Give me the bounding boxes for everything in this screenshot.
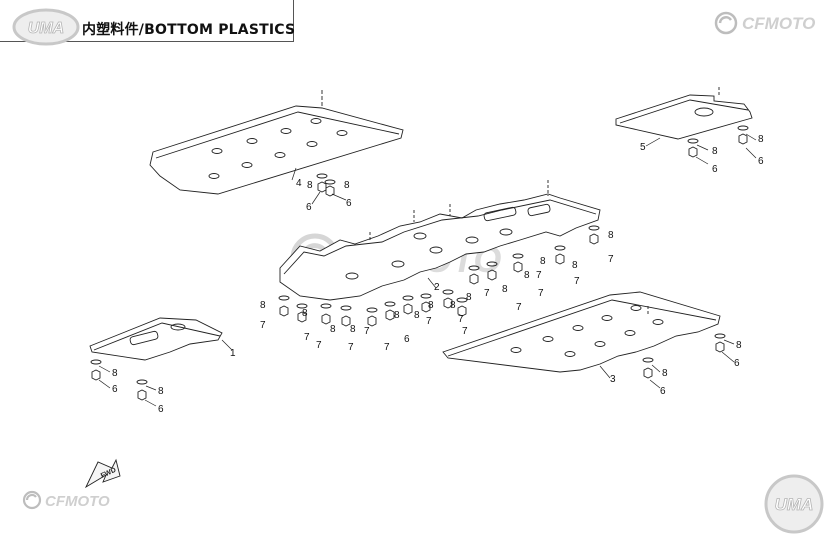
callout-8: 8 xyxy=(572,260,578,271)
callout-7: 7 xyxy=(574,276,580,287)
part-2-panel xyxy=(279,180,601,301)
callout-7: 7 xyxy=(462,326,468,337)
callout-7: 7 xyxy=(384,342,390,353)
callout-8: 8 xyxy=(466,292,472,303)
callout-part-4: 4 xyxy=(296,178,302,189)
leader-lines xyxy=(98,133,757,407)
callout-numbers: 4 1 2 3 5 6 6 8 8 8 6 8 6 8 6 8 6 8 6 8 … xyxy=(112,134,764,415)
callout-7: 7 xyxy=(458,314,464,325)
callout-6: 6 xyxy=(306,202,312,213)
callout-8: 8 xyxy=(350,324,356,335)
callout-6: 6 xyxy=(404,334,410,345)
callout-8: 8 xyxy=(344,180,350,191)
callout-6: 6 xyxy=(158,404,164,415)
callout-8: 8 xyxy=(302,308,308,319)
uma-logo-bottom-right: UMA xyxy=(764,474,824,534)
callout-8: 8 xyxy=(260,300,266,311)
cfmoto-logo-top-right: CFMOTO xyxy=(714,11,815,35)
callout-8: 8 xyxy=(414,310,420,321)
cfmoto-text-top: CFMOTO xyxy=(742,14,815,33)
callout-8: 8 xyxy=(307,180,313,191)
callout-8: 8 xyxy=(662,368,668,379)
callout-7: 7 xyxy=(484,288,490,299)
callout-7: 7 xyxy=(260,320,266,331)
callout-8: 8 xyxy=(394,310,400,321)
callout-7: 7 xyxy=(316,340,322,351)
callout-7: 7 xyxy=(516,302,522,313)
callout-7: 7 xyxy=(304,332,310,343)
part-1-panel xyxy=(89,317,223,361)
cfmoto-text-bottom: CFMOTO xyxy=(45,493,110,510)
callout-8: 8 xyxy=(158,386,164,397)
part-5-panel xyxy=(615,87,753,140)
fastener-stacks xyxy=(90,125,749,401)
callout-8: 8 xyxy=(450,300,456,311)
callout-6: 6 xyxy=(712,164,718,175)
part-4-panel xyxy=(149,90,404,195)
callout-6: 6 xyxy=(758,156,764,167)
callout-7: 7 xyxy=(426,316,432,327)
callout-7: 7 xyxy=(536,270,542,281)
header-box xyxy=(0,0,294,42)
uma-logo-text-bottom: UMA xyxy=(775,495,814,514)
callout-part-5: 5 xyxy=(640,142,646,153)
callout-7: 7 xyxy=(364,326,370,337)
callout-7: 7 xyxy=(348,342,354,353)
callout-8: 8 xyxy=(712,146,718,157)
callout-7: 7 xyxy=(538,288,544,299)
page-title: 内塑料件/BOTTOM PLASTICS xyxy=(82,22,296,38)
callout-8: 8 xyxy=(540,256,546,267)
callout-8: 8 xyxy=(608,230,614,241)
callout-6: 6 xyxy=(734,358,740,369)
uma-logo-top: UMA xyxy=(12,8,80,46)
callout-8: 8 xyxy=(736,340,742,351)
callout-6: 6 xyxy=(112,384,118,395)
callout-6: 6 xyxy=(660,386,666,397)
fwd-arrow-icon: FWD xyxy=(84,458,121,489)
callout-8: 8 xyxy=(112,368,118,379)
cfmoto-logo-bottom-left: CFMOTO xyxy=(22,490,110,510)
callout-7: 7 xyxy=(608,254,614,265)
callout-8: 8 xyxy=(330,324,336,335)
callout-8: 8 xyxy=(524,270,530,281)
callout-8: 8 xyxy=(758,134,764,145)
callout-6: 6 xyxy=(346,198,352,209)
part-3-panel xyxy=(442,291,721,373)
callout-8: 8 xyxy=(502,284,508,295)
uma-logo-text: UMA xyxy=(28,20,64,37)
callout-part-3: 3 xyxy=(610,374,616,385)
callout-8: 8 xyxy=(428,300,434,311)
callout-part-1: 1 xyxy=(230,348,236,359)
callout-part-2: 2 xyxy=(434,282,440,293)
